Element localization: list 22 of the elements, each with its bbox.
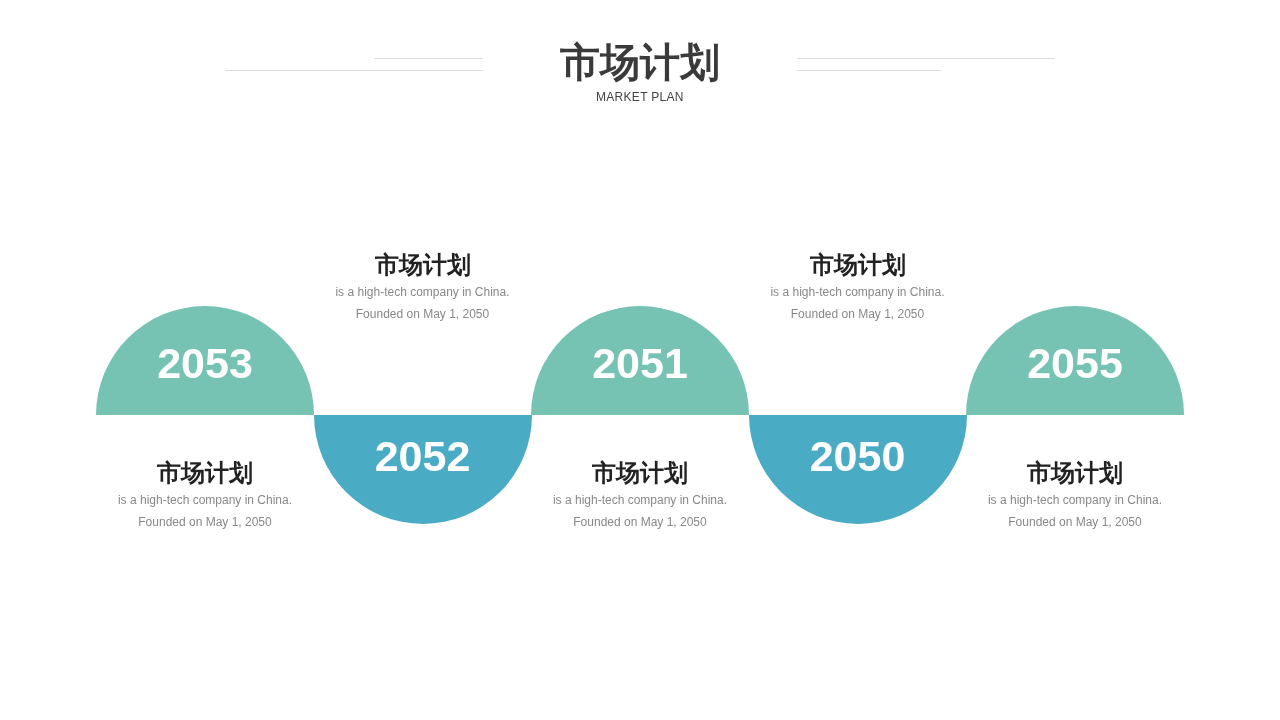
section-heading: 市场计划: [592, 458, 688, 488]
year-label: 2055: [1026, 339, 1124, 387]
year-label: 2053: [156, 339, 254, 387]
semicircle-bottom: [313, 415, 532, 524]
description-text: is a high-tech company in China. Founded on May 1, 2050: [986, 492, 1164, 531]
description-text: is a high-tech company in China. Founded on May 1, 2050: [116, 492, 294, 531]
year-label: 2051: [591, 339, 689, 387]
semicircle-top: [96, 306, 314, 415]
slide-title: 市场计划: [560, 39, 720, 86]
section-heading: 市场计划: [809, 250, 906, 280]
section-heading: 市场计划: [157, 458, 253, 488]
semicircle-top: [531, 306, 749, 415]
description-text: is a high-tech company in China. Founded on May 1, 2050: [769, 284, 946, 323]
description-text: is a high-tech company in China. Founded on May 1, 2050: [334, 284, 511, 323]
description-text: is a high-tech company in China. Founded on May 1, 2050: [551, 492, 729, 531]
section-heading: 市场计划: [374, 250, 471, 280]
semicircle-bottom: [748, 415, 967, 524]
year-label: 2052: [373, 432, 472, 480]
year-label: 2050: [808, 432, 907, 480]
subtitle: MARKET PLAN: [596, 90, 684, 104]
section-heading: 市场计划: [1027, 458, 1123, 488]
semicircle-top: [966, 306, 1184, 415]
